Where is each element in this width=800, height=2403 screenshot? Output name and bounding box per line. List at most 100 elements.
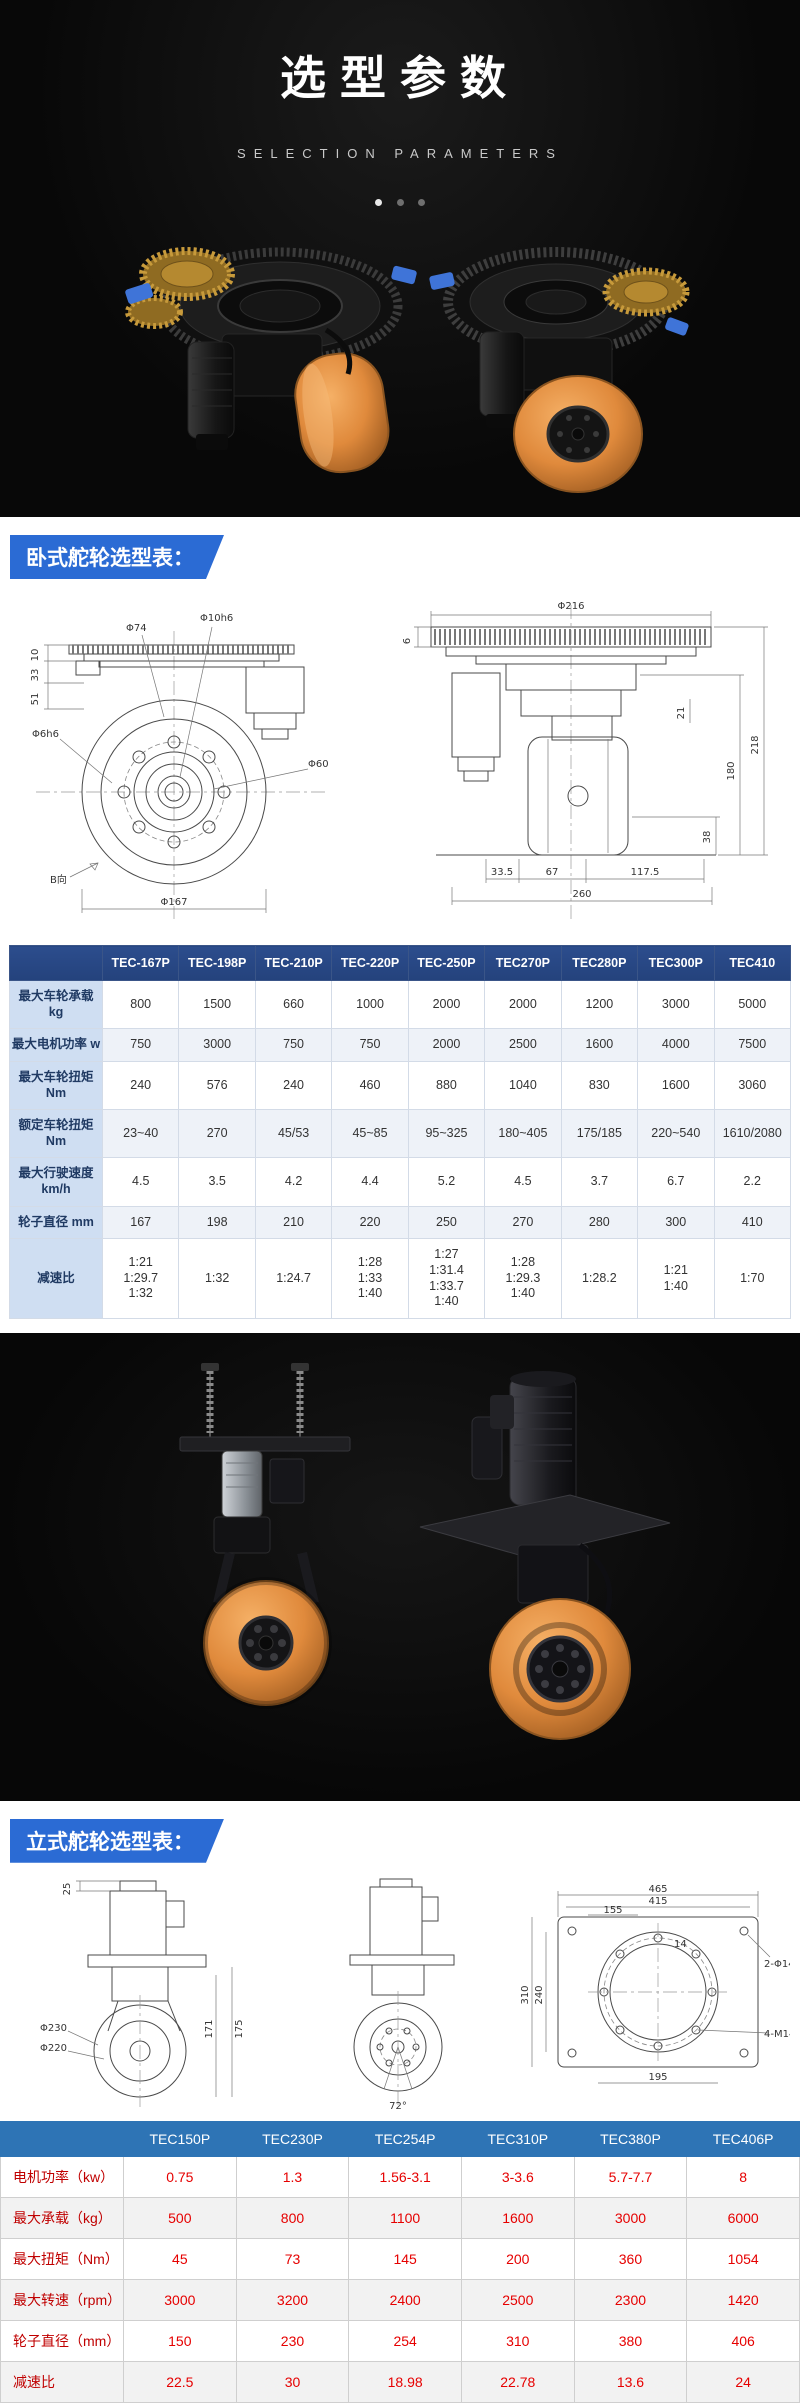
dim-label: Φ60 — [308, 759, 329, 770]
row-label: 额定车轮扭矩 Nm — [9, 1109, 103, 1159]
table-cell: 1600 — [560, 1028, 639, 1062]
table-cell: 1:28.2 — [560, 1238, 639, 1319]
table-cell: 1610/2080 — [713, 1109, 791, 1159]
table-cell: 3-3.6 — [460, 2155, 575, 2198]
table-cell: 3.5 — [178, 1157, 256, 1207]
table-cell: 2.2 — [713, 1157, 791, 1207]
table-cell: 0.75 — [123, 2155, 237, 2198]
table-cell: 210 — [254, 1205, 333, 1240]
dim-label: 21 — [676, 707, 687, 720]
table-cell: 3.7 — [560, 1157, 639, 1207]
table-cell: 660 — [254, 979, 333, 1030]
table-cell: 2500 — [460, 2278, 575, 2321]
table-cell: 22.78 — [460, 2360, 575, 2403]
table-cell: 200 — [460, 2237, 575, 2280]
table-cell: 3000 — [178, 1028, 256, 1062]
horizontal-front-view-drawing: 10 33 51 Φ74 Φ10h6 Φ6h6 Φ60 B向 Φ167 — [30, 613, 329, 919]
dim-label: 240 — [534, 1985, 545, 2004]
table-cell: 1420 — [686, 2278, 800, 2321]
dim-label: Φ220 — [40, 2043, 67, 2054]
table-cell: 406 — [686, 2319, 800, 2362]
table-cell: 220~540 — [637, 1109, 715, 1159]
dim-label: Φ10h6 — [200, 613, 233, 624]
table-cell: 750 — [254, 1028, 333, 1062]
table-cell: 1000 — [331, 979, 409, 1030]
row-label: 电机功率（kw） — [0, 2155, 124, 2198]
dim-label: 171 — [204, 2019, 215, 2038]
table-cell: 300 — [637, 1205, 715, 1240]
table-cell: 410 — [713, 1205, 791, 1240]
drive-unit-photo-right — [429, 247, 690, 493]
dim-label: 4-M14 — [764, 2029, 790, 2040]
column-header — [0, 2120, 124, 2157]
vertical-unit-photo-right — [419, 1370, 671, 1740]
dim-label: Φ216 — [558, 601, 585, 612]
table-cell: 22.5 — [123, 2360, 237, 2403]
column-header: TEC280P — [560, 945, 639, 981]
table-cell: 5.2 — [407, 1157, 486, 1207]
table-cell: 380 — [573, 2319, 688, 2362]
table-cell: 24 — [686, 2360, 800, 2403]
row-label: 最大承载（kg） — [0, 2196, 124, 2239]
table-cell: 2000 — [407, 979, 486, 1030]
dim-label: 218 — [750, 735, 761, 754]
dim-label: 10 — [30, 649, 41, 662]
dim-label: 180 — [726, 761, 737, 780]
table-cell: 2400 — [348, 2278, 462, 2321]
horizontal-table-banner: 卧式舵轮选型表： — [10, 535, 224, 579]
carousel-dot-3[interactable] — [417, 199, 425, 206]
column-header: TEC-210P — [254, 945, 333, 981]
column-header: TEC230P — [235, 2120, 350, 2157]
dim-label: 175 — [234, 2019, 245, 2038]
dim-label: 6 — [402, 638, 413, 644]
dim-label: 117.5 — [631, 867, 660, 878]
dim-label: 51 — [30, 693, 41, 706]
carousel-dot-2[interactable] — [396, 199, 404, 206]
table-cell: 2000 — [484, 979, 562, 1030]
table-cell: 23~40 — [101, 1109, 180, 1159]
table-cell: 240 — [101, 1060, 180, 1111]
dim-label: 310 — [520, 1985, 531, 2004]
table-cell: 1:28 1:29.3 1:40 — [484, 1238, 562, 1319]
column-header: TEC300P — [637, 945, 715, 981]
table-cell: 1100 — [348, 2196, 462, 2239]
table-cell: 1.3 — [235, 2155, 350, 2198]
table-cell: 4.4 — [331, 1157, 409, 1207]
row-label: 轮子直径（mm） — [0, 2319, 124, 2362]
dim-label: 155 — [603, 1905, 622, 1916]
table-cell: 2500 — [484, 1028, 562, 1062]
column-header: TEC380P — [573, 2120, 688, 2157]
table-cell: 1040 — [484, 1060, 562, 1111]
row-label: 减速比 — [9, 1238, 103, 1319]
table-cell: 167 — [101, 1205, 180, 1240]
table-cell: 1:32 — [178, 1238, 256, 1319]
table-cell: 1600 — [637, 1060, 715, 1111]
table-cell: 1:21 1:40 — [637, 1238, 715, 1319]
table-cell: 45~85 — [331, 1109, 409, 1159]
column-header: TEC406P — [686, 2120, 800, 2157]
dim-label: Φ167 — [161, 897, 188, 908]
page-title: 选型参数 — [280, 52, 520, 104]
table-cell: 45 — [123, 2237, 237, 2280]
table-cell: 150 — [123, 2319, 237, 2362]
dim-label: Φ230 — [40, 2023, 67, 2034]
table-cell: 460 — [331, 1060, 409, 1111]
dim-label: 33.5 — [491, 867, 513, 878]
table-cell: 1200 — [560, 979, 639, 1030]
table-cell: 30 — [235, 2360, 350, 2403]
table-cell: 3000 — [637, 979, 715, 1030]
vertical-units-photo-section — [0, 1332, 800, 1801]
vertical-drawings: 25 Φ230 Φ220 171 175 — [0, 1871, 800, 2117]
carousel-dot-1[interactable] — [375, 199, 383, 206]
table-cell: 175/185 — [560, 1109, 639, 1159]
